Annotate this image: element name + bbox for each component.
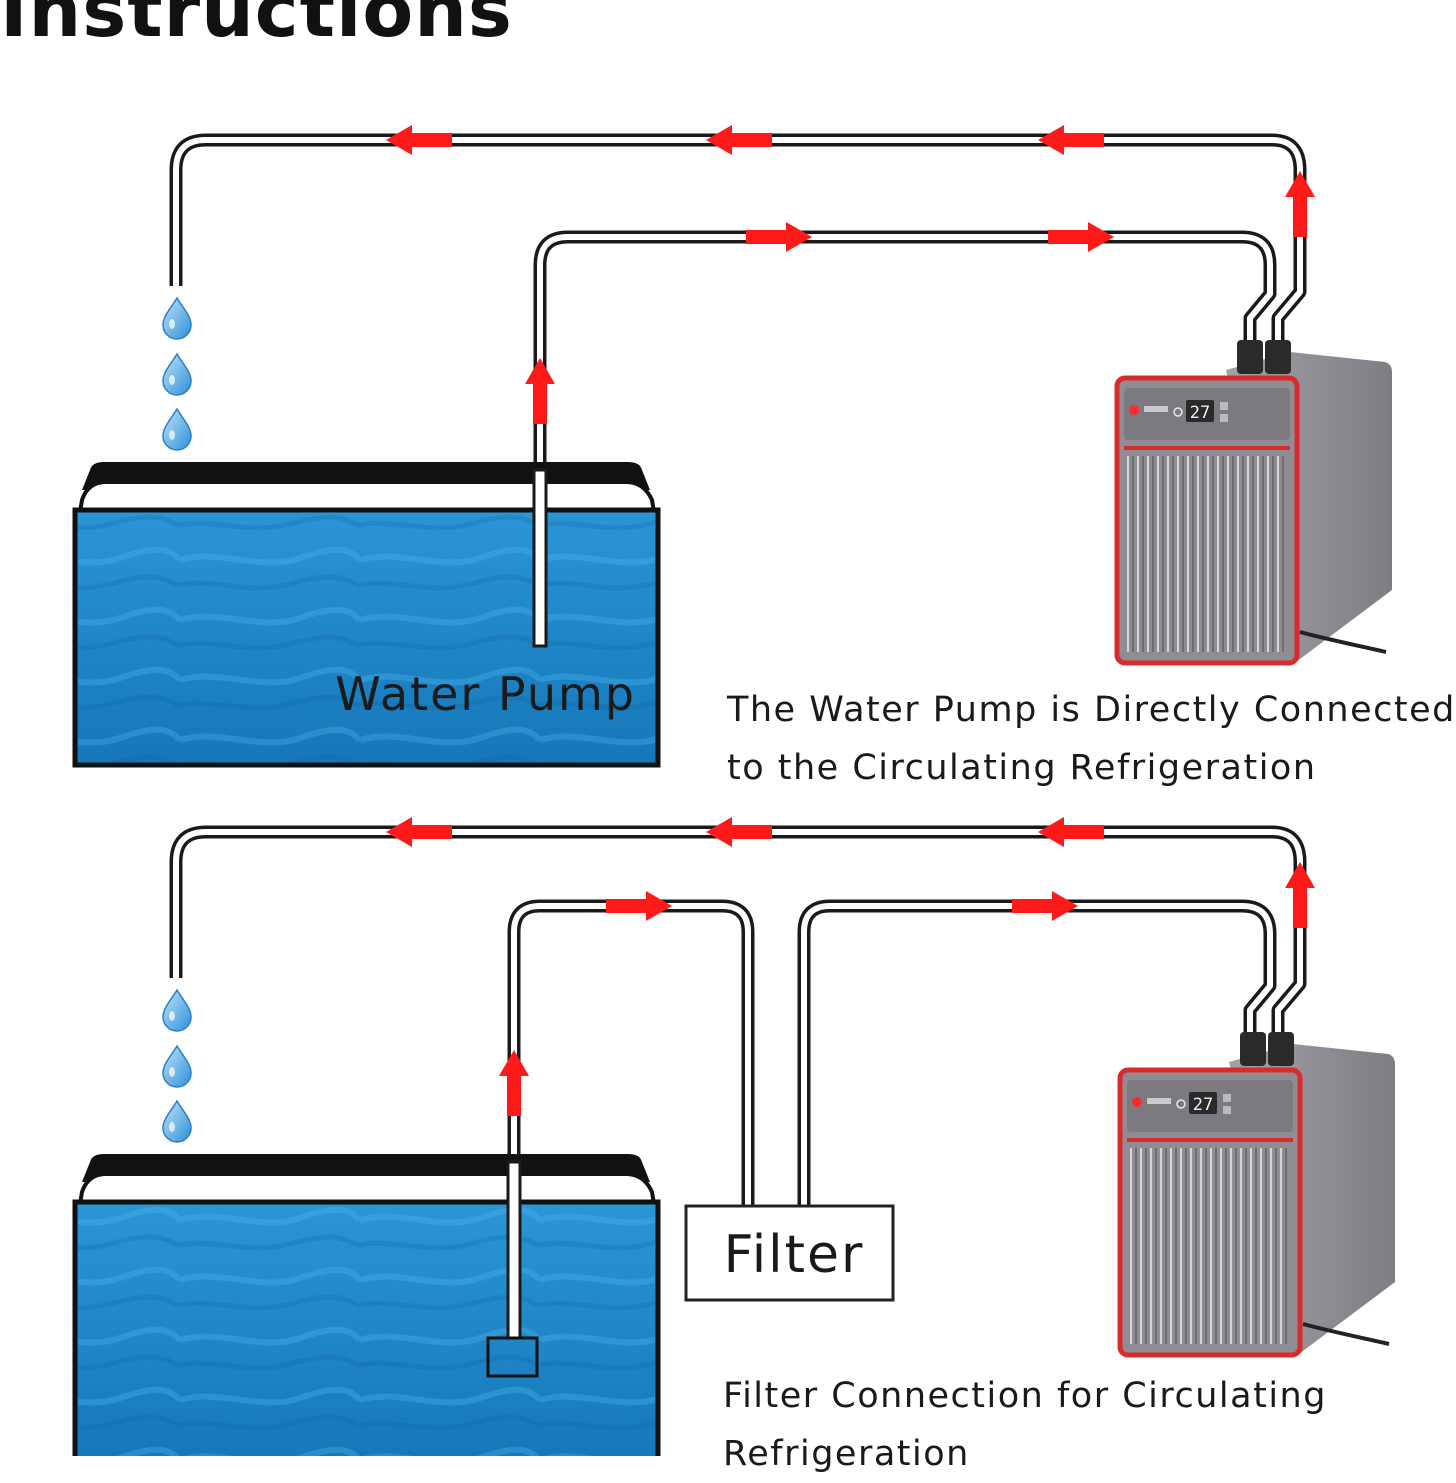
flow-arrow-up — [525, 358, 555, 424]
return-pipe — [169, 133, 1307, 358]
flow-arrow-right — [606, 891, 672, 921]
chiller-display: 27 — [1193, 1095, 1213, 1115]
flow-arrow-left — [386, 125, 452, 155]
flow-arrow-right — [1012, 891, 1078, 921]
chiller-unit: 27 — [1117, 1032, 1395, 1358]
caption-line: Refrigeration — [723, 1434, 970, 1474]
water-drop-icon — [162, 1044, 192, 1088]
flow-arrow-left — [1038, 817, 1104, 847]
aquarium-tank — [72, 1154, 661, 1456]
flow-arrow-left — [706, 125, 772, 155]
flow-arrow-left — [706, 817, 772, 847]
tank-label: Water Pump — [335, 667, 636, 721]
pump-intake-pipe — [506, 1160, 522, 1340]
chiller-unit: 27 — [1114, 340, 1392, 666]
flow-arrow-up — [1285, 862, 1315, 928]
chiller-display: 27 — [1190, 403, 1210, 423]
page-title: Instructions — [0, 0, 513, 54]
supply-pipe — [533, 230, 1277, 645]
flow-arrow-left — [1038, 125, 1104, 155]
flow-arrow-up — [499, 1050, 529, 1116]
diagram-filter-connection: Filter 27 — [72, 817, 1395, 1456]
filter-to-chiller-pipe — [797, 899, 1277, 1206]
flow-arrow-right — [1048, 222, 1114, 252]
caption-line: Filter Connection for Circulating — [723, 1376, 1327, 1416]
flow-arrow-left — [386, 817, 452, 847]
filter-label: Filter — [724, 1225, 865, 1285]
filter-box: Filter — [684, 1204, 895, 1302]
caption-line: The Water Pump is Directly Connected — [727, 690, 1456, 730]
caption-direct-connection: The Water Pump is Directly Connected to … — [727, 681, 1456, 797]
water-drop-icon — [162, 296, 192, 340]
water-pump-box — [486, 1336, 539, 1378]
water-drop-icon — [162, 1099, 192, 1143]
aquarium-tank: Water Pump — [72, 462, 661, 768]
chiller-grille — [1130, 1148, 1287, 1344]
water-drop-icon — [162, 407, 192, 451]
return-pipe — [169, 825, 1307, 1050]
water-drop-icon — [162, 352, 192, 396]
caption-line: to the Circulating Refrigeration — [727, 748, 1317, 788]
flow-arrow-right — [746, 222, 812, 252]
diagram-direct-connection: Water Pump 27 — [72, 125, 1392, 768]
caption-filter-connection: Filter Connection for Circulating Refrig… — [723, 1367, 1327, 1483]
flow-arrow-up — [1285, 171, 1315, 237]
chiller-grille — [1127, 456, 1284, 652]
pump-intake-pipe — [532, 468, 548, 648]
water-drop-icon — [162, 988, 192, 1032]
